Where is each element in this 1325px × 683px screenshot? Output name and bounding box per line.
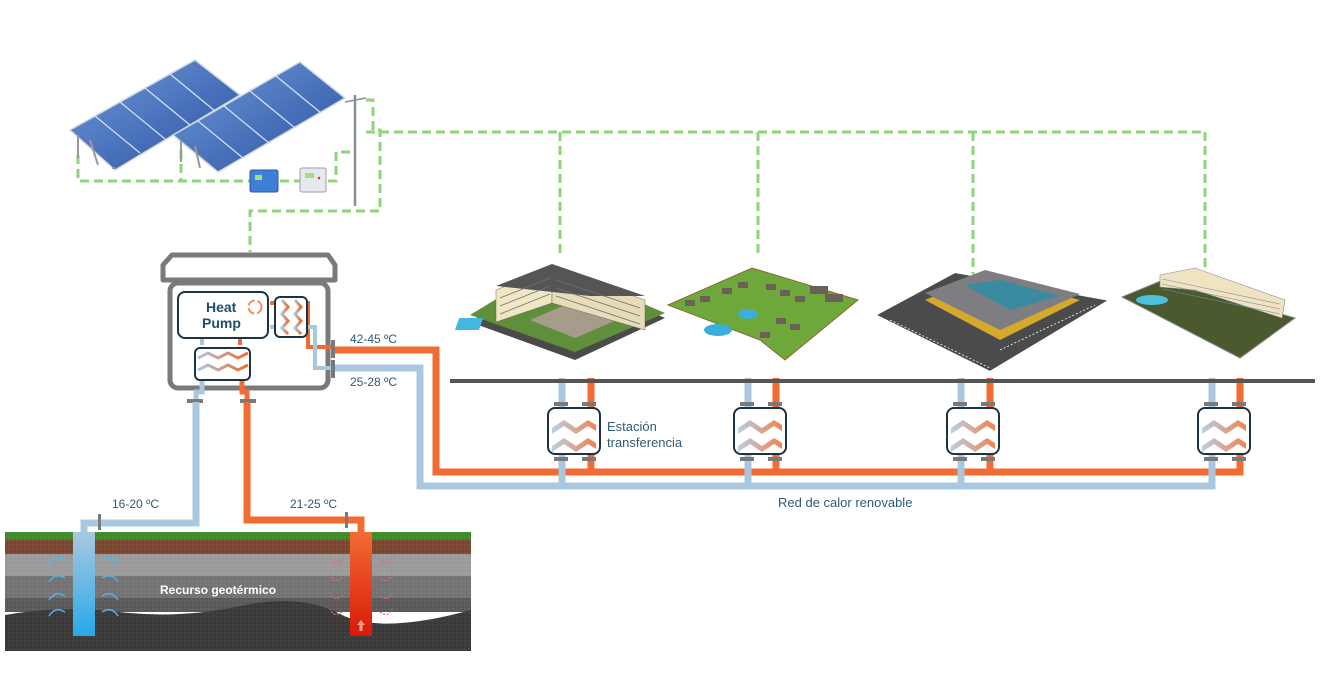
electric-wiring — [76, 98, 1207, 275]
pipe-flange — [740, 402, 754, 406]
condenser-heat-exchanger — [274, 296, 308, 338]
geothermal-resource-label: Recurso geotérmico — [160, 583, 276, 597]
heat-exchanger-plate-icon — [951, 420, 995, 434]
supply-flange — [331, 340, 335, 358]
transfer-station — [946, 402, 1000, 461]
heat-pump-core-box — [177, 291, 269, 339]
hot-heat-exchange-swirls — [329, 556, 393, 615]
geo-cold-temperature-label: 16-20 ºC — [112, 497, 159, 511]
transfer-station — [547, 402, 601, 461]
building-commercial-center — [872, 270, 1113, 374]
heat-exchanger-plate-icon — [951, 438, 995, 452]
station-label-line2: transferencia — [607, 435, 683, 450]
cold-well-flange — [98, 514, 101, 530]
return-temperature-label: 25-28 ºC — [350, 375, 397, 389]
transfer-station — [1197, 402, 1251, 461]
solar-array-1 — [68, 59, 242, 171]
surface-ground-line — [450, 379, 1315, 383]
heat-pump-unit: Heat Pump — [160, 252, 338, 403]
hot-production-well — [350, 532, 372, 636]
building-bungalow-resort — [666, 267, 860, 361]
building-hotel — [454, 264, 665, 360]
inverter-device — [249, 169, 279, 193]
pipe-flange — [1232, 457, 1246, 461]
hot-well-flange — [345, 512, 348, 528]
heat-exchanger-plate-icon — [1202, 420, 1246, 434]
heat-exchanger-plate-icon — [738, 438, 782, 452]
heat-pump-roof — [160, 252, 338, 283]
pipe-flange — [582, 402, 596, 406]
heat-exchanger-plate-icon — [552, 420, 596, 434]
pipe-flange — [953, 402, 967, 406]
wire-pole-to-heatpump — [248, 98, 382, 252]
pipe-flange — [768, 402, 782, 406]
pipe-flange — [981, 402, 995, 406]
evaporator-heat-exchanger — [194, 347, 251, 381]
supply-temperature-label: 42-45 ºC — [350, 332, 397, 346]
cold-heat-exchange-swirls — [48, 557, 119, 617]
pipe-flange — [554, 402, 568, 406]
pipe-flange — [554, 457, 568, 461]
supply-pipe-hot — [335, 346, 1244, 476]
heat-exchanger-plate-icon — [552, 438, 596, 452]
pipe-flange — [740, 457, 754, 461]
wire-panels-to-inverter — [76, 155, 250, 183]
pipe-flange — [582, 457, 596, 461]
heat-exchanger-plate-icon — [738, 420, 782, 434]
pipe-flange — [953, 457, 967, 461]
pipe-flange — [1232, 402, 1246, 406]
heat-pump-label-line2: Pump — [202, 315, 241, 331]
geo-hot-temperature-label: 21-25 ºC — [290, 497, 337, 511]
return-flange — [331, 360, 335, 378]
solar-array-2 — [171, 61, 347, 173]
heat-pump-label-line1: Heat — [206, 299, 237, 315]
up-arrow-icon — [357, 620, 365, 631]
pipe-flange — [768, 457, 782, 461]
pipe-flange — [981, 457, 995, 461]
geothermal-pipes — [80, 402, 365, 532]
cold-injection-well — [73, 532, 95, 636]
pipe-flange — [1204, 457, 1218, 461]
wire-controller-to-pole — [328, 150, 355, 183]
transfer-station — [733, 402, 787, 461]
network-label: Red de calor renovable — [778, 495, 912, 510]
power-pole — [344, 95, 367, 206]
heat-exchanger-plate-icon — [1202, 438, 1246, 452]
station-label-line1: Estación — [607, 419, 657, 434]
building-apartment-block — [1120, 267, 1297, 359]
pipe-flange — [1204, 402, 1218, 406]
charge-controller-device — [299, 167, 327, 193]
cycle-arrows-icon — [247, 299, 263, 315]
